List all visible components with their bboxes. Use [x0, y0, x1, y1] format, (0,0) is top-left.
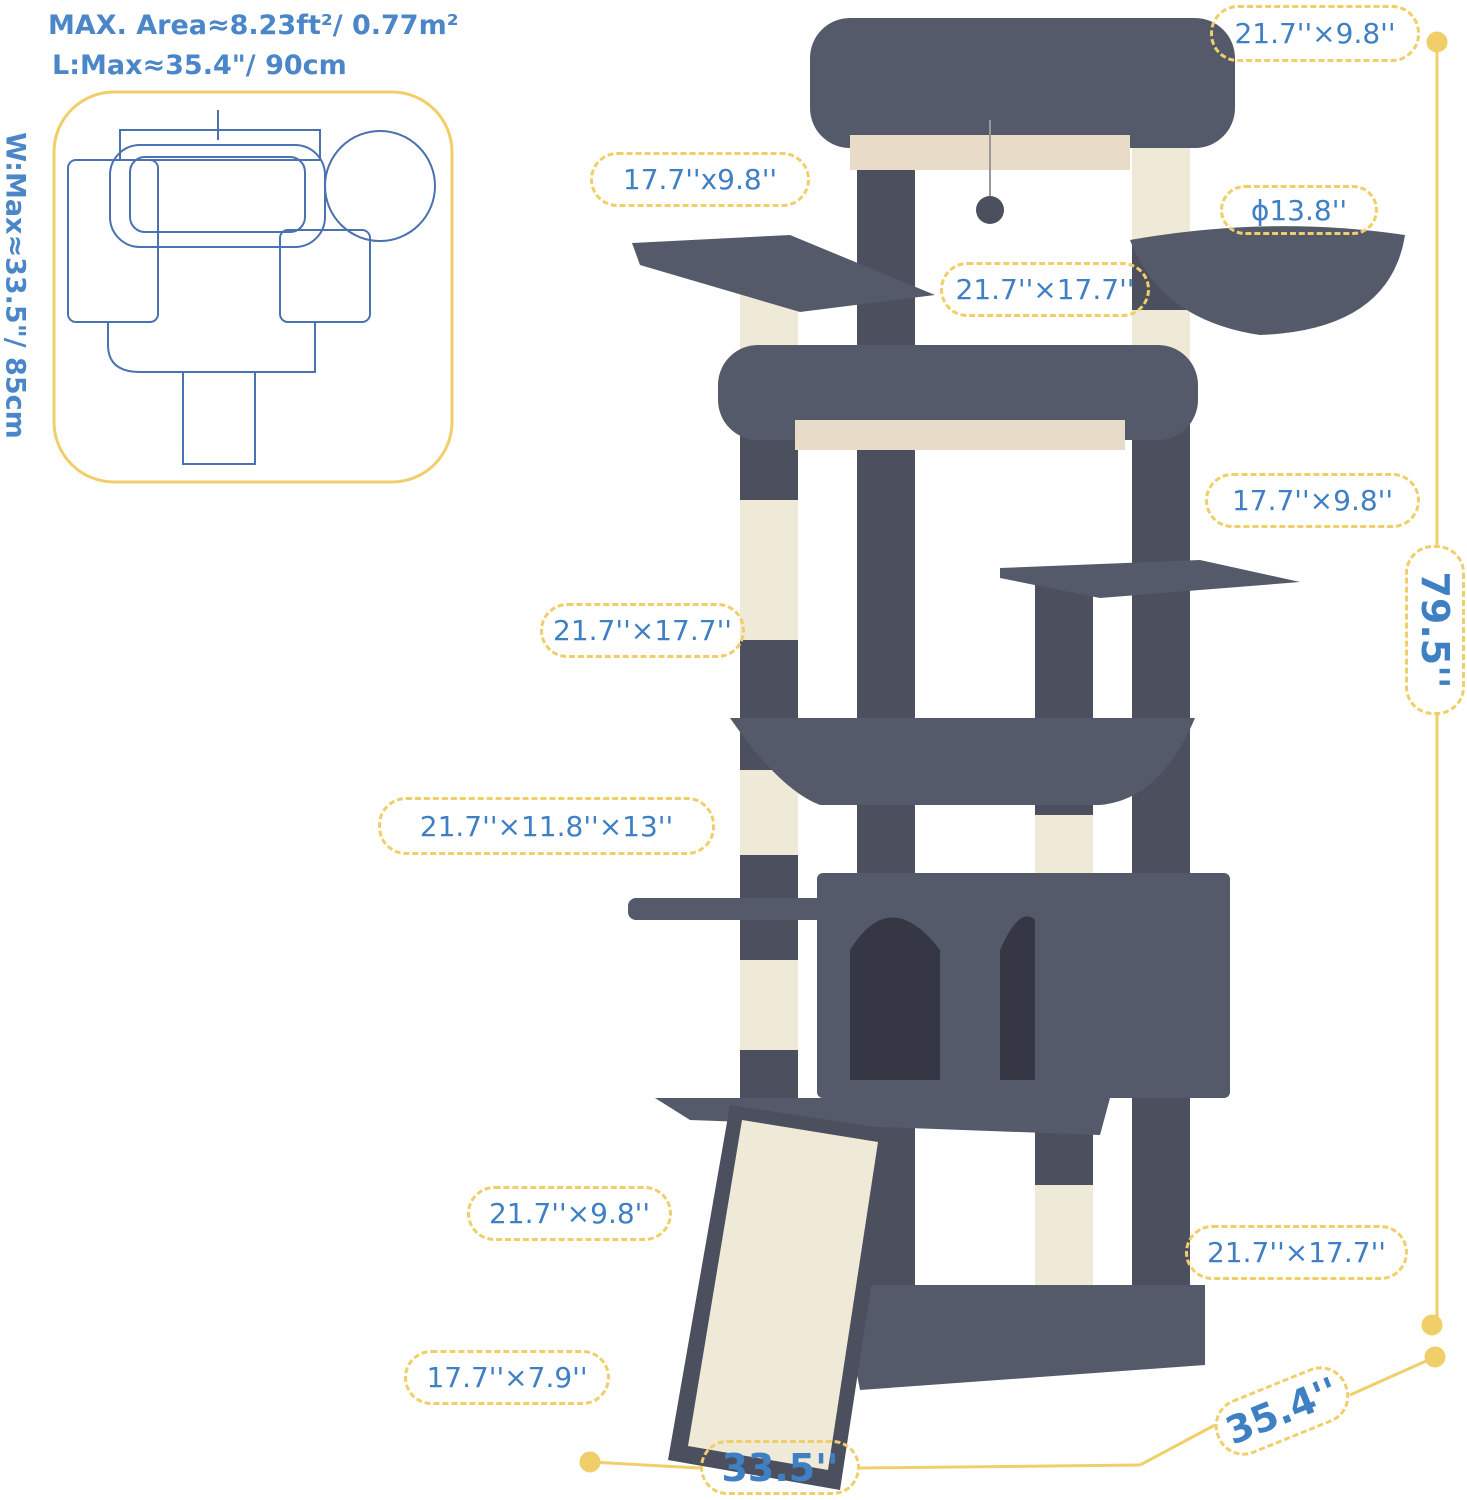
max-length-text: L:Max≈35.4"/ 90cm [52, 50, 347, 81]
height-dimension-line [579, 31, 1448, 1473]
footprint-drawing [67, 110, 436, 465]
basket-label: ϕ13.8'' [1220, 185, 1378, 235]
lower-platform-label: 21.7''×9.8'' [467, 1186, 672, 1241]
condo-doors [850, 916, 1035, 1080]
left-top-platform-label: 17.7''x9.8'' [590, 152, 810, 207]
condo-label: 21.7''×11.8''×13'' [378, 797, 715, 855]
right-platform-label: 17.7''×9.8'' [1205, 473, 1420, 528]
top-perch-label: 21.7''×9.8'' [1210, 5, 1420, 62]
hammock-label: 21.7''×17.7'' [540, 603, 745, 658]
upper-bed-label: 21.7''×17.7'' [940, 262, 1150, 317]
base-label: 21.7''×17.7'' [1185, 1225, 1408, 1280]
scratching-ramp [668, 1105, 895, 1490]
ramp-label: 17.7''×7.9'' [404, 1350, 610, 1405]
max-width-text: W:Max≈33.5"/ 85cm [0, 132, 31, 439]
height-dimension-label: 79.5'' [1405, 545, 1465, 715]
hanging-ball [976, 196, 1004, 224]
width-dimension-label: 33.5'' [700, 1440, 860, 1495]
max-area-text: MAX. Area≈8.23ft²/ 0.77m² [48, 10, 459, 41]
footprint-frame [52, 90, 454, 484]
